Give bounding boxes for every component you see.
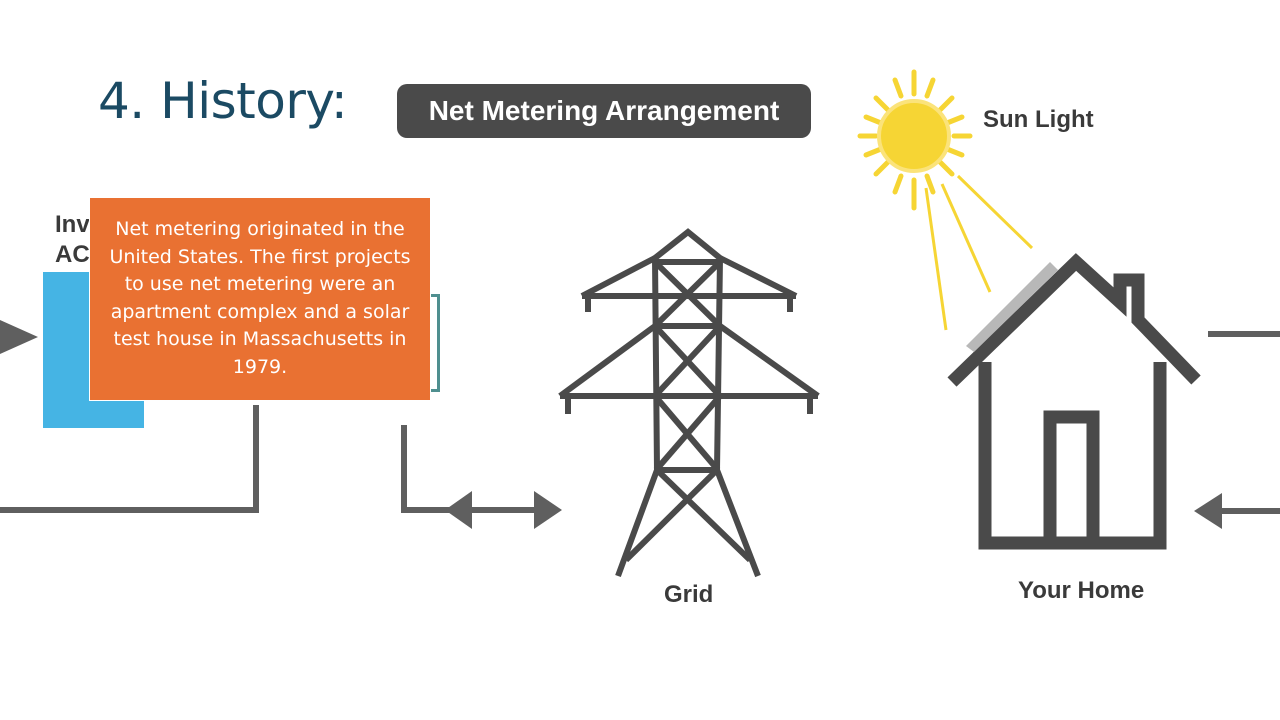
left-arrow-head xyxy=(0,320,38,354)
history-callout: Net metering originated in the United St… xyxy=(89,197,431,401)
home-arrow-head xyxy=(1194,493,1222,529)
sun-icon xyxy=(857,69,1034,331)
house-roof-highlight xyxy=(966,262,1058,352)
inverter-label: Inv AC xyxy=(55,211,90,268)
house-icon xyxy=(947,253,1201,550)
page-title: 4. History: xyxy=(98,72,348,130)
your-home-label: Your Home xyxy=(1018,577,1145,604)
sun-light-label: Sun Light xyxy=(983,106,1094,133)
right-arrow-head xyxy=(534,491,562,529)
transmission-tower-icon xyxy=(558,228,820,578)
left-connector-lines xyxy=(0,405,545,513)
right-connector-lines xyxy=(1208,331,1280,514)
grid-label: Grid xyxy=(664,581,714,608)
meter-box-edge xyxy=(425,294,440,392)
history-callout-text: Net metering originated in the United St… xyxy=(109,218,411,378)
diagram-banner: Net Metering Arrangement xyxy=(397,84,811,138)
bidirectional-arrow-icon xyxy=(445,491,472,529)
